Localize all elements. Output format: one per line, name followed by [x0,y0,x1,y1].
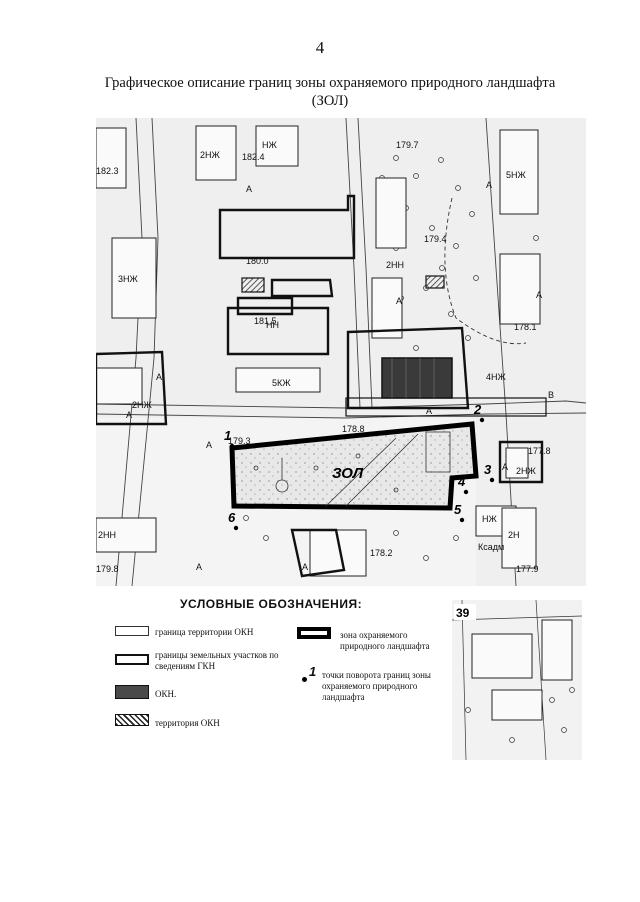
map-letter-label: А [126,410,132,420]
turning-point-4: 4 [457,474,466,489]
legend-okn-territory-text: территория ОКН [155,718,220,728]
zol-zone-boundary [229,421,479,511]
inset-map-fragment: 39 [452,600,582,760]
elevation-label: 178.1 [514,322,537,332]
building-label: 2НН [386,260,404,270]
zol-label: ЗОЛ [332,465,364,482]
turning-point-3: 3 [484,462,492,477]
turning-points: 1 2 3 4 5 6 [224,402,495,531]
elevation-label: 179.4 [424,234,447,244]
zol-inner-features [253,431,451,507]
map-letter-label: А [486,180,492,190]
elevation-label: 178.8 [342,424,365,434]
page-number: 4 [315,38,325,57]
elevation-label: 182.3 [96,166,119,176]
map-letter-label: А [302,562,308,572]
elevation-label: 178.2 [370,548,393,558]
zone-map: ЗОЛ 1 2 3 4 5 6 182.4 182.3 179.7 180.0 179.4 181.… [96,118,586,586]
map-letter-label: А [246,184,252,194]
turning-point-dot [489,477,495,483]
buildings [96,125,541,577]
okn-building [381,357,453,399]
turning-point-1: 1 [224,428,231,443]
page-title: Графическое описание границ зоны охраняе… [60,74,600,110]
elevation-label: 179.3 [228,436,251,446]
building-label: НЖ [482,514,497,524]
legend-okn-boundary-text: граница территории ОКН [155,627,254,637]
point-sample-dot [302,677,307,682]
land-plot-boundaries [96,194,544,578]
elevation-label: 181.5 [254,316,277,326]
turning-point-dot [229,443,235,449]
legend-okn-text: ОКН. [155,689,177,699]
title-line-1: Графическое описание границ зоны охраняе… [104,75,556,91]
elevation-label: 177.9 [516,564,539,574]
building-label: Ксадм [478,542,504,552]
point-sample-number: 1 [309,664,317,679]
map-letter-label: А [502,462,508,472]
elevation-label: 179.8 [96,564,119,574]
legend-land-plots-swatch [115,654,149,665]
turning-point-dot [233,525,239,531]
turning-point-dot [463,489,469,495]
legend-okn-swatch [115,685,149,699]
building-label: 4НЖ [486,372,507,382]
turning-point-6: 6 [228,510,236,525]
legend-zone-swatch [297,627,331,639]
elevation-label: 179.7 [396,140,419,150]
title-line-2: (ЗОЛ) [311,93,349,109]
okn-territory-hatch-1 [241,277,265,293]
legend-okn-boundary-swatch [115,626,149,636]
inset-label: 39 [456,606,470,620]
map-labels: 182.4 182.3 179.7 180.0 179.4 181.5 178.1 179.3… [96,140,554,574]
map-letter-label: В [548,390,554,400]
building-label: 5КЖ [272,378,291,388]
legend-title: УСЛОВНЫЕ ОБОЗНАЧЕНИЯ: [180,597,363,611]
building-label: НН [266,320,279,330]
map-letter-label: А [196,562,202,572]
building-label: НЖ [262,140,277,150]
map-letter-label: А [426,406,432,416]
building-label: 2НЖ [516,466,537,476]
map-letter-label: А [156,372,162,382]
building-label: 2НЖ [132,400,153,410]
legend-points-text: точки поворота границ зоны охраняемого п… [322,670,431,702]
turning-point-dot [459,517,465,523]
legend-okn-territory-swatch [115,714,149,726]
building-label: 2НЖ [200,150,221,160]
elevation-label: 180.0 [246,256,269,266]
okn-territory-hatch-2 [425,275,445,289]
park-dashed-boundary [444,197,527,345]
elevation-label: 182.4 [242,152,265,162]
legend-point-sample: 1 [302,664,317,682]
building-label: 2НН [98,530,116,540]
map-letter-label: А [396,296,402,306]
building-label: 5НЖ [506,170,527,180]
turning-point-5: 5 [454,502,462,517]
legend-zone-text: зона охраняемого природного ландшафта [340,630,430,651]
legend-land-plots-text: границы земельных участков по сведениям … [155,650,279,671]
turning-point-dot [479,417,485,423]
building-label: 2Н [508,530,520,540]
turning-point-2: 2 [473,402,482,417]
building-label: 3НЖ [118,274,139,284]
map-letter-label: А [206,440,212,450]
map-letter-label: А [536,290,542,300]
elevation-label: 177.8 [528,446,551,456]
